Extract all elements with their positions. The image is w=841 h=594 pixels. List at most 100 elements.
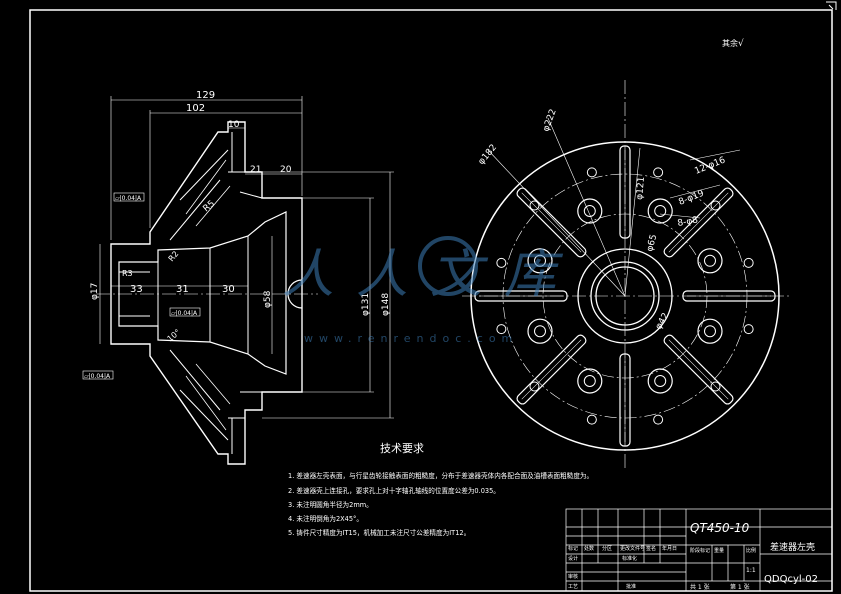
small-hole: [529, 200, 540, 211]
dim-102: 102: [186, 103, 205, 114]
row-label: 工艺: [568, 584, 578, 590]
dim-phi58: φ58: [263, 290, 273, 308]
header-cell: 处数: [584, 545, 594, 552]
svg-text:▱|0.04|A: ▱|0.04|A: [171, 310, 198, 317]
small-hole: [496, 257, 507, 268]
small-hole: [710, 381, 721, 392]
row-label: 审核: [568, 573, 578, 580]
dim-31: 31: [176, 284, 189, 295]
dim-21: 21: [250, 165, 261, 175]
side-flange: [169, 132, 233, 454]
dim-holes-19: 8-φ19: [677, 189, 705, 208]
front-small-holes: [496, 167, 754, 425]
header-cell: 签名: [646, 545, 656, 552]
bolt-hole-inner: [703, 254, 716, 267]
small-hole: [586, 414, 597, 425]
bolt-hole: [697, 248, 723, 274]
watermark-url: www.renrendoc.com: [304, 332, 518, 345]
dim-phi17: φ17: [90, 283, 100, 300]
dim-phi121: φ121: [635, 176, 647, 200]
bolt-hole-inner: [654, 205, 667, 218]
tech-req-item: 3. 未注明圆角半径为2mm。: [288, 500, 373, 509]
small-hole: [743, 257, 754, 268]
header-cell: 分区: [602, 545, 612, 552]
small-hole: [653, 414, 664, 425]
dim-phi131: φ131: [361, 293, 371, 316]
side-view: 129 102 10 21 20 33 31 30 φ17 φ58 φ131 φ…: [82, 90, 394, 465]
title-block: [565, 508, 833, 592]
radial-slot: [619, 145, 631, 239]
dim-r5: R5: [202, 199, 218, 214]
approve-label: 批准: [626, 583, 636, 590]
corner-mark: [826, 1, 837, 10]
tech-req-title: 技术要求: [380, 442, 424, 455]
tech-req-item: 1. 差速器左壳表面，与行星齿轮接触表面的粗糙度，分布于差速器壳体内各配合面及油…: [288, 471, 593, 480]
small-hole: [743, 324, 754, 335]
side-arc: [287, 279, 303, 309]
std-label: 标准化: [622, 555, 637, 562]
roughness-note: 其余: [722, 38, 738, 48]
dim-129: 129: [196, 90, 215, 101]
watermark-logo: [418, 236, 478, 296]
bolt-hole: [527, 318, 553, 344]
roughness-mark: √: [738, 38, 744, 49]
bolt-hole-inner: [583, 374, 596, 387]
stage-label: 阶段标记: [690, 547, 710, 554]
header-cell: 年月日: [662, 545, 677, 552]
front-slots: [474, 145, 776, 447]
dim-30: 30: [222, 284, 235, 295]
small-hole: [586, 167, 597, 178]
bolt-hole: [647, 368, 673, 394]
radial-slot: [682, 290, 776, 302]
svg-text:▱|0.04|A: ▱|0.04|A: [84, 373, 111, 380]
header-cell: 标记: [568, 545, 578, 552]
svg-text:▱|0.04|A: ▱|0.04|A: [115, 195, 142, 202]
front-leaders: [487, 117, 741, 297]
bolt-hole-inner: [583, 205, 596, 218]
bolt-hole: [697, 318, 723, 344]
watermark: 人人文库 www.renrendoc.com: [282, 236, 578, 345]
drawing-number: QDQcyl-02: [764, 574, 818, 585]
weight-label: 重量: [714, 547, 724, 554]
tech-requirements: 技术要求 1. 差速器左壳表面，与行星齿轮接触表面的粗糙度，分布于差速器壳体内各…: [288, 442, 593, 537]
small-hole: [710, 200, 721, 211]
bolt-hole-inner: [534, 254, 547, 267]
tech-req-item: 2. 差速器壳上连接孔，要求孔上对十字轴孔轴线的位置度公差为0.035。: [288, 486, 500, 495]
bolt-hole: [527, 248, 553, 274]
side-ribs: [185, 159, 231, 431]
tolerance-frame-2: ▱|0.04|A: [169, 307, 201, 317]
bolt-hole-inner: [703, 325, 716, 338]
scale-value: 1:1: [746, 567, 756, 574]
dim-phi148: φ148: [381, 293, 391, 316]
bolt-hole: [647, 198, 673, 224]
dim-r2: R2: [167, 249, 181, 263]
header-cell: 更改文件号: [620, 545, 645, 552]
bolt-hole: [577, 368, 603, 394]
bolt-hole: [577, 198, 603, 224]
tolerance-frame-3: ▱|0.04|A: [82, 370, 114, 380]
dim-r3: R3: [122, 269, 133, 278]
radial-slot: [663, 187, 734, 258]
dim-holes-8: 8-φ8: [677, 215, 699, 228]
watermark-chars: 人人文库: [282, 245, 578, 305]
sheet-number: 第 1 张: [730, 583, 750, 591]
scale-label: 比例: [746, 547, 756, 554]
tolerance-frame-1: ▱|0.04|A: [113, 192, 145, 202]
dim-10: 10: [228, 120, 240, 130]
small-hole: [653, 167, 664, 178]
radial-slot: [663, 334, 734, 405]
dim-33: 33: [130, 284, 143, 295]
radial-slot: [619, 353, 631, 447]
small-hole: [496, 324, 507, 335]
title-block-text: QT450-10 差速器左壳 QDQcyl-02 标记 处数 分区 更改文件号 …: [568, 521, 818, 591]
row-label: 设计: [568, 555, 578, 562]
sheet-total: 共 1 张: [690, 583, 710, 591]
dim-phi182: φ182: [477, 143, 500, 167]
tech-req-item: 4. 未注明倒角为2X45°。: [288, 514, 363, 523]
small-hole: [529, 381, 540, 392]
dim-20: 20: [280, 165, 292, 175]
tech-req-item: 5. 铸件尺寸精度为IT15，机械加工未注尺寸公差精度为IT12。: [288, 528, 470, 537]
bolt-hole-inner: [534, 325, 547, 338]
side-bore: [118, 211, 287, 375]
